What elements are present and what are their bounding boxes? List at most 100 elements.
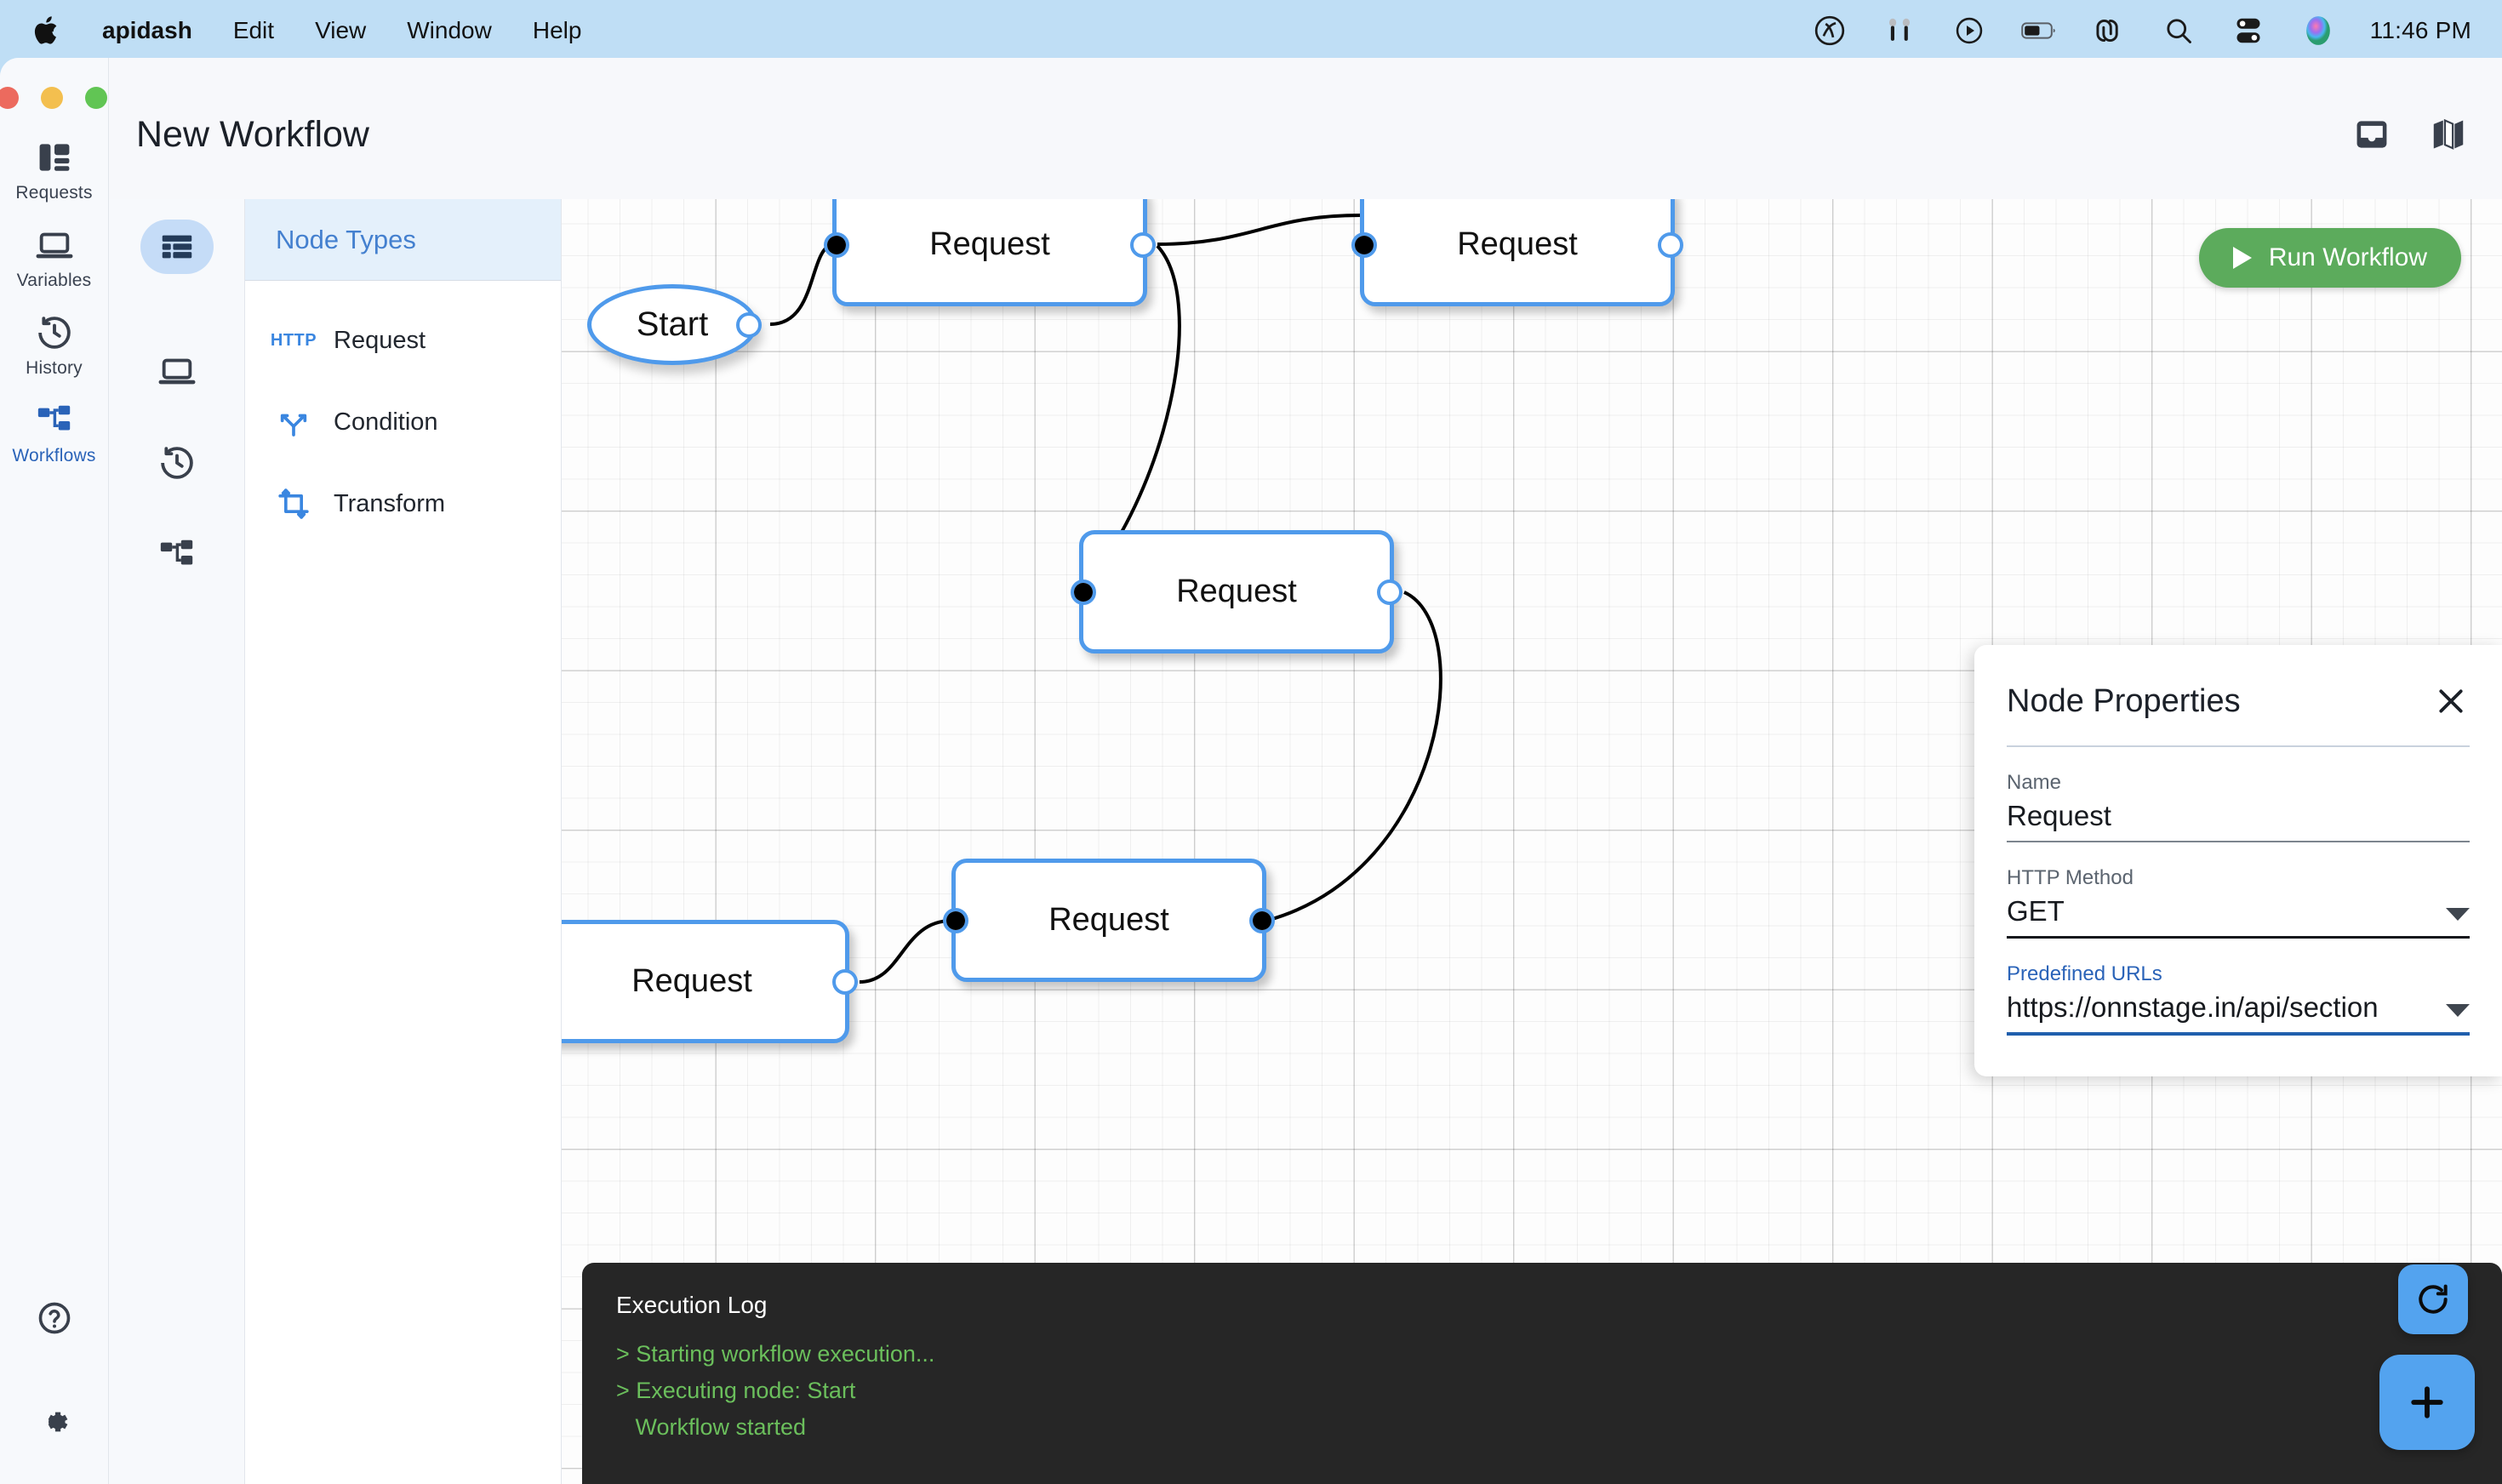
laptop-icon [35,225,74,265]
node-type-label-transform: Transform [334,489,446,517]
spotlight-search-icon[interactable] [2161,13,2196,49]
minimize-window-button[interactable] [40,87,63,109]
apple-logo-icon[interactable] [32,14,61,48]
node-properties-title: Node Properties [2007,682,2241,719]
node-types-title: Node Types [276,224,416,254]
help-circle-icon[interactable] [35,1298,74,1338]
node-type-transform[interactable]: Transform [245,463,561,545]
node-types-header: Node Types [245,199,561,281]
refresh-button[interactable] [2398,1264,2468,1334]
http-method-select[interactable]: GET [2007,895,2065,927]
workflow-node-request-3[interactable]: Request [1071,530,1402,654]
airpods-icon[interactable] [1882,13,1917,49]
field-underline [2007,936,2470,939]
node-output-port[interactable] [736,311,762,338]
chevron-down-icon[interactable] [2446,1004,2470,1017]
menu-item-view[interactable]: View [315,17,367,43]
history-clock-icon [35,313,74,352]
window-traffic-lights[interactable] [0,87,107,109]
execution-log-line: Workflow started [616,1414,807,1440]
play-icon [2232,247,2252,269]
node-properties-panel: Node Properties Name Request HTTP Method… [1974,645,2502,1076]
name-input[interactable]: Request [2007,800,2111,831]
rail2-item-history[interactable] [140,436,214,490]
node-types-panel: Node Types HTTP Request Condition Transf… [245,199,562,1484]
minimap-icon[interactable] [2429,115,2468,154]
zoom-window-button[interactable] [84,87,107,109]
node-output-port[interactable] [832,968,858,995]
node-input-port[interactable] [1071,579,1096,605]
run-workflow-button[interactable]: Run Workflow [2198,228,2461,288]
control-center-icon[interactable] [2231,13,2266,49]
field-predefined-urls: Predefined URLs https://onnstage.in/api/… [2007,962,2470,1036]
sidebar-label-workflows: Workflows [12,446,96,465]
workflow-node-request-4[interactable]: Request [943,859,1275,982]
predefined-urls-select[interactable]: https://onnstage.in/api/section [2007,991,2379,1023]
node-output-port[interactable] [1249,907,1275,933]
link-icon[interactable] [2091,13,2127,49]
field-label-name: Name [2007,771,2062,794]
terminal-panel-icon[interactable] [2352,115,2391,154]
chevron-down-icon[interactable] [2446,908,2470,921]
node-type-request[interactable]: HTTP Request [245,300,561,381]
node-label-start: Start [636,305,709,343]
field-label-http-method: HTTP Method [2007,866,2134,889]
workflow-node-request-2[interactable]: Request [1351,199,1683,306]
workflow-tree-icon [35,401,74,440]
menu-item-apidash[interactable]: apidash [102,17,192,43]
sidebar-item-variables[interactable]: Variables [0,225,108,291]
node-label-request-2: Request [1457,226,1578,262]
menu-item-window[interactable]: Window [407,17,492,43]
node-output-port[interactable] [1130,231,1156,258]
rail2-item-requests[interactable] [140,220,214,274]
node-label-request-1: Request [929,226,1050,262]
execution-log-title: Execution Log [616,1292,768,1318]
rail2-item-variables[interactable] [140,344,214,398]
node-label-request-3: Request [1176,574,1297,609]
app-window: Requests Variables History Workflows [0,58,2502,1484]
http-icon: HTTP [270,330,317,350]
node-type-label-condition: Condition [334,408,438,436]
sidebar-item-requests[interactable]: Requests [0,138,108,203]
sidebar-label-variables: Variables [16,271,92,290]
sidebar-label-history: History [26,358,83,378]
node-input-port[interactable] [824,231,849,258]
run-workflow-label: Run Workflow [2268,243,2427,271]
workflow-node-request-5[interactable]: Request [562,920,858,1043]
sidebar-label-requests: Requests [15,183,93,203]
execution-log-line: > Executing node: Start [616,1378,856,1403]
execution-log-line: > Starting workflow execution... [616,1341,935,1367]
macos-menu-bar: apidash Edit View Window Help 11:46 PM [0,0,2502,61]
media-play-icon[interactable] [1951,13,1987,49]
rail2-item-workflows[interactable] [140,528,214,582]
workflow-node-request-1[interactable]: Request [824,199,1156,306]
primary-sidebar: Requests Variables History Workflows [0,58,109,1484]
crop-transform-icon [276,486,311,522]
node-type-condition[interactable]: Condition [245,381,561,463]
node-type-label-request: Request [334,326,426,354]
menu-item-help[interactable]: Help [532,17,582,43]
node-input-port[interactable] [1351,231,1377,258]
dashboard-icon [35,138,74,177]
node-output-port[interactable] [1377,579,1402,605]
node-output-port[interactable] [1658,231,1683,258]
workflow-canvas[interactable]: Start Request Request Request Request [562,199,2502,1484]
page-title: New Workflow [136,113,369,155]
sidebar-item-workflows[interactable]: Workflows [0,401,108,466]
battery-icon[interactable] [2020,13,2057,49]
app-header: New Workflow [109,58,2502,199]
add-node-button[interactable] [2379,1355,2475,1450]
field-label-predefined-urls: Predefined URLs [2007,962,2162,985]
gear-icon[interactable] [35,1402,74,1441]
field-underline [2007,841,2470,842]
creative-cloud-icon[interactable] [1812,13,1848,49]
close-window-button[interactable] [0,87,19,109]
sidebar-item-history[interactable]: History [0,313,108,379]
siri-icon[interactable] [2300,13,2336,49]
close-icon[interactable] [2432,682,2470,720]
menu-bar-clock[interactable]: 11:46 PM [2369,17,2471,43]
node-input-port[interactable] [943,907,968,933]
workflow-node-start[interactable]: Start [587,284,762,365]
menu-item-edit[interactable]: Edit [232,17,275,43]
field-name: Name Request [2007,771,2470,842]
